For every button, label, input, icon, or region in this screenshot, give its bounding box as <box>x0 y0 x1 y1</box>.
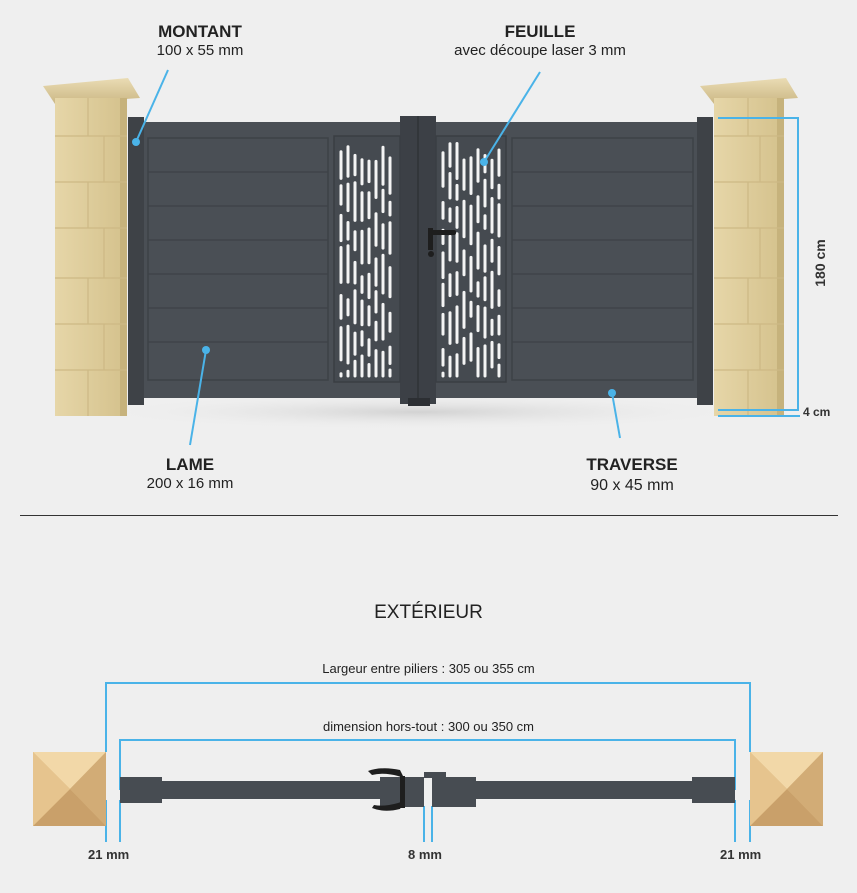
laser-cut-pattern <box>339 142 501 378</box>
left-pillar-plan <box>33 752 106 826</box>
traverse-dimensions: 90 x 45 mm <box>590 477 674 494</box>
lame-dimensions: 200 x 16 mm <box>146 475 234 492</box>
overall-dimension: dimension hors-tout : 300 ou 350 cm <box>322 719 534 734</box>
plan-view <box>33 682 823 842</box>
right-gap-dimension: 21 mm <box>720 847 762 862</box>
plan-title: EXTÉRIEUR <box>374 602 483 623</box>
callout-dots <box>132 138 616 397</box>
center-gap-dimension: 8 mm <box>408 847 442 862</box>
gate <box>128 116 713 406</box>
montant-dimensions: 100 x 55 mm <box>156 42 244 59</box>
left-pillar <box>43 78 140 416</box>
right-pillar-plan <box>750 752 823 826</box>
height-dimension: 180 cm <box>812 239 828 287</box>
feuille-title: FEUILLE <box>504 22 576 41</box>
right-pillar <box>700 78 798 416</box>
callout-lines <box>135 69 800 446</box>
traverse-title: TRAVERSE <box>586 455 678 474</box>
left-gap-dimension: 21 mm <box>88 847 130 862</box>
lame-title: LAME <box>165 455 215 474</box>
section-divider <box>20 515 838 516</box>
between-pillars-dimension: Largeur entre piliers : 305 ou 355 cm <box>322 661 535 676</box>
montant-title: MONTANT <box>158 22 242 41</box>
feuille-description: avec découpe laser 3 mm <box>454 42 626 59</box>
gap-dimension: 4 cm <box>803 405 831 419</box>
floor-shadow <box>90 394 750 430</box>
